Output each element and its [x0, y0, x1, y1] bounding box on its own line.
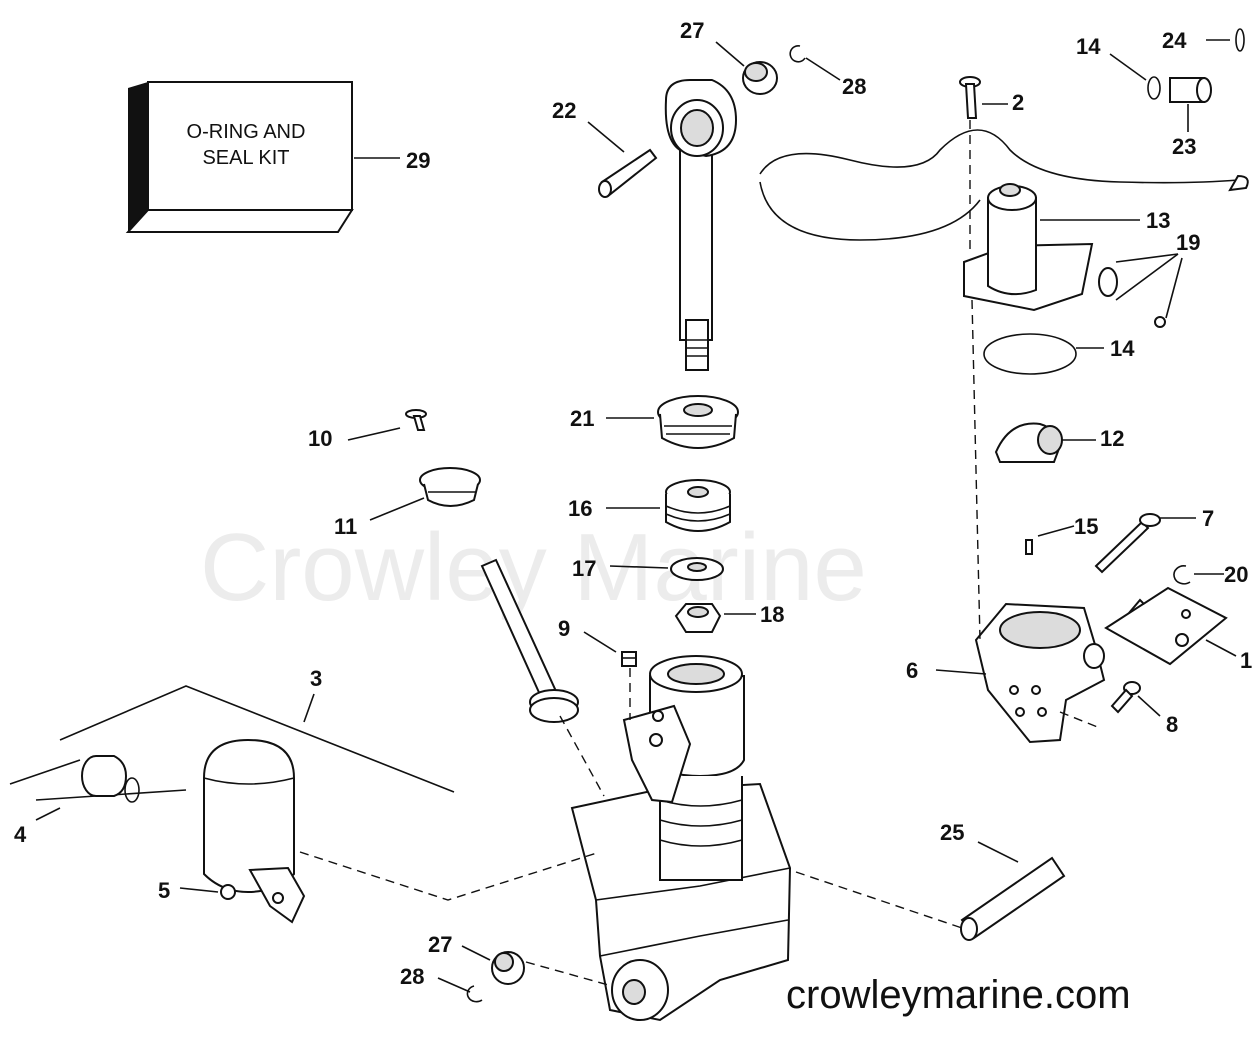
callout-13: 13 — [1146, 208, 1170, 233]
bushing-part-27-top — [742, 61, 778, 95]
callout-4: 4 — [14, 822, 27, 847]
callout-11: 11 — [334, 514, 357, 539]
kit-label-line2: SEAL KIT — [202, 147, 289, 169]
oring-part-14-motor — [983, 333, 1077, 375]
kit-label-line1: O-RING AND — [187, 121, 306, 143]
bolt-part-7 — [1094, 513, 1161, 574]
watermark-text: Crowley Marine — [200, 514, 867, 621]
screw-part-15 — [1025, 539, 1033, 555]
fitting-part-23 — [1169, 77, 1212, 103]
callout-27-bottom: 27 — [428, 932, 452, 957]
oring-part-14-top — [1147, 76, 1161, 100]
callout-3: 3 — [310, 666, 322, 691]
callout-labels: 29 22 27 28 2 14 24 23 13 19 14 12 21 16… — [14, 18, 1252, 989]
motor-part-13 — [759, 129, 1249, 312]
callout-28-top: 28 — [842, 74, 866, 99]
clip-part-20 — [1173, 565, 1191, 585]
screw-part-10 — [405, 409, 427, 431]
callout-14-top: 14 — [1076, 34, 1101, 59]
callout-22: 22 — [552, 98, 576, 123]
callout-18: 18 — [760, 602, 784, 627]
callout-28-bottom: 28 — [400, 964, 424, 989]
piston-part-16 — [665, 479, 731, 532]
callout-25: 25 — [940, 820, 964, 845]
gasket-part-1 — [1104, 586, 1228, 666]
seal-kit-box: O-RING AND SEAL KIT — [125, 81, 354, 233]
callout-14-motor: 14 — [1110, 336, 1135, 361]
reservoir-part-3 — [203, 738, 306, 924]
bushing-part-27-bottom — [491, 951, 525, 985]
filter-part-4 — [81, 755, 140, 803]
nut-part-18 — [674, 603, 722, 633]
callout-5: 5 — [158, 878, 170, 903]
callout-6: 6 — [906, 658, 918, 683]
terminal-part-19 — [1098, 267, 1166, 328]
callout-19: 19 — [1176, 230, 1200, 255]
callout-1: 1 — [1240, 648, 1252, 673]
tube-assembly — [480, 558, 579, 723]
screw-part-2 — [959, 76, 981, 119]
pin-part-22 — [598, 148, 658, 198]
callout-17: 17 — [572, 556, 596, 581]
screw-part-8 — [1110, 681, 1141, 714]
callout-7: 7 — [1202, 506, 1214, 531]
setscrew-part-9 — [621, 651, 637, 667]
oring-part-24 — [1235, 28, 1245, 52]
plug-part-11 — [419, 467, 481, 507]
leader-lines — [35, 39, 1237, 993]
callout-29: 29 — [406, 148, 430, 173]
callout-12: 12 — [1100, 426, 1124, 451]
callout-8: 8 — [1166, 712, 1178, 737]
cover-part-12 — [994, 422, 1063, 463]
callout-27-top: 27 — [680, 18, 704, 43]
trim-rod-assembly — [598, 79, 738, 371]
callout-24: 24 — [1162, 28, 1187, 53]
screw-part-5 — [220, 884, 236, 900]
cap-part-21 — [657, 395, 739, 449]
callout-2: 2 — [1012, 90, 1024, 115]
trim-cylinder-housing — [570, 655, 792, 1022]
washer-part-17 — [670, 557, 724, 581]
pin-part-25 — [960, 856, 1066, 941]
callout-20: 20 — [1224, 562, 1248, 587]
callout-16: 16 — [568, 496, 592, 521]
callout-15: 15 — [1074, 514, 1098, 539]
assembly-lines — [299, 120, 1101, 987]
pump-body-part-6 — [974, 602, 1106, 744]
callout-10: 10 — [308, 426, 332, 451]
callout-23: 23 — [1172, 134, 1196, 159]
site-url: crowleymarine.com — [786, 973, 1131, 1017]
clip-part-28-top — [789, 45, 806, 63]
callout-21: 21 — [570, 406, 594, 431]
callout-9: 9 — [558, 616, 570, 641]
clip-part-28-bottom — [466, 985, 483, 1003]
